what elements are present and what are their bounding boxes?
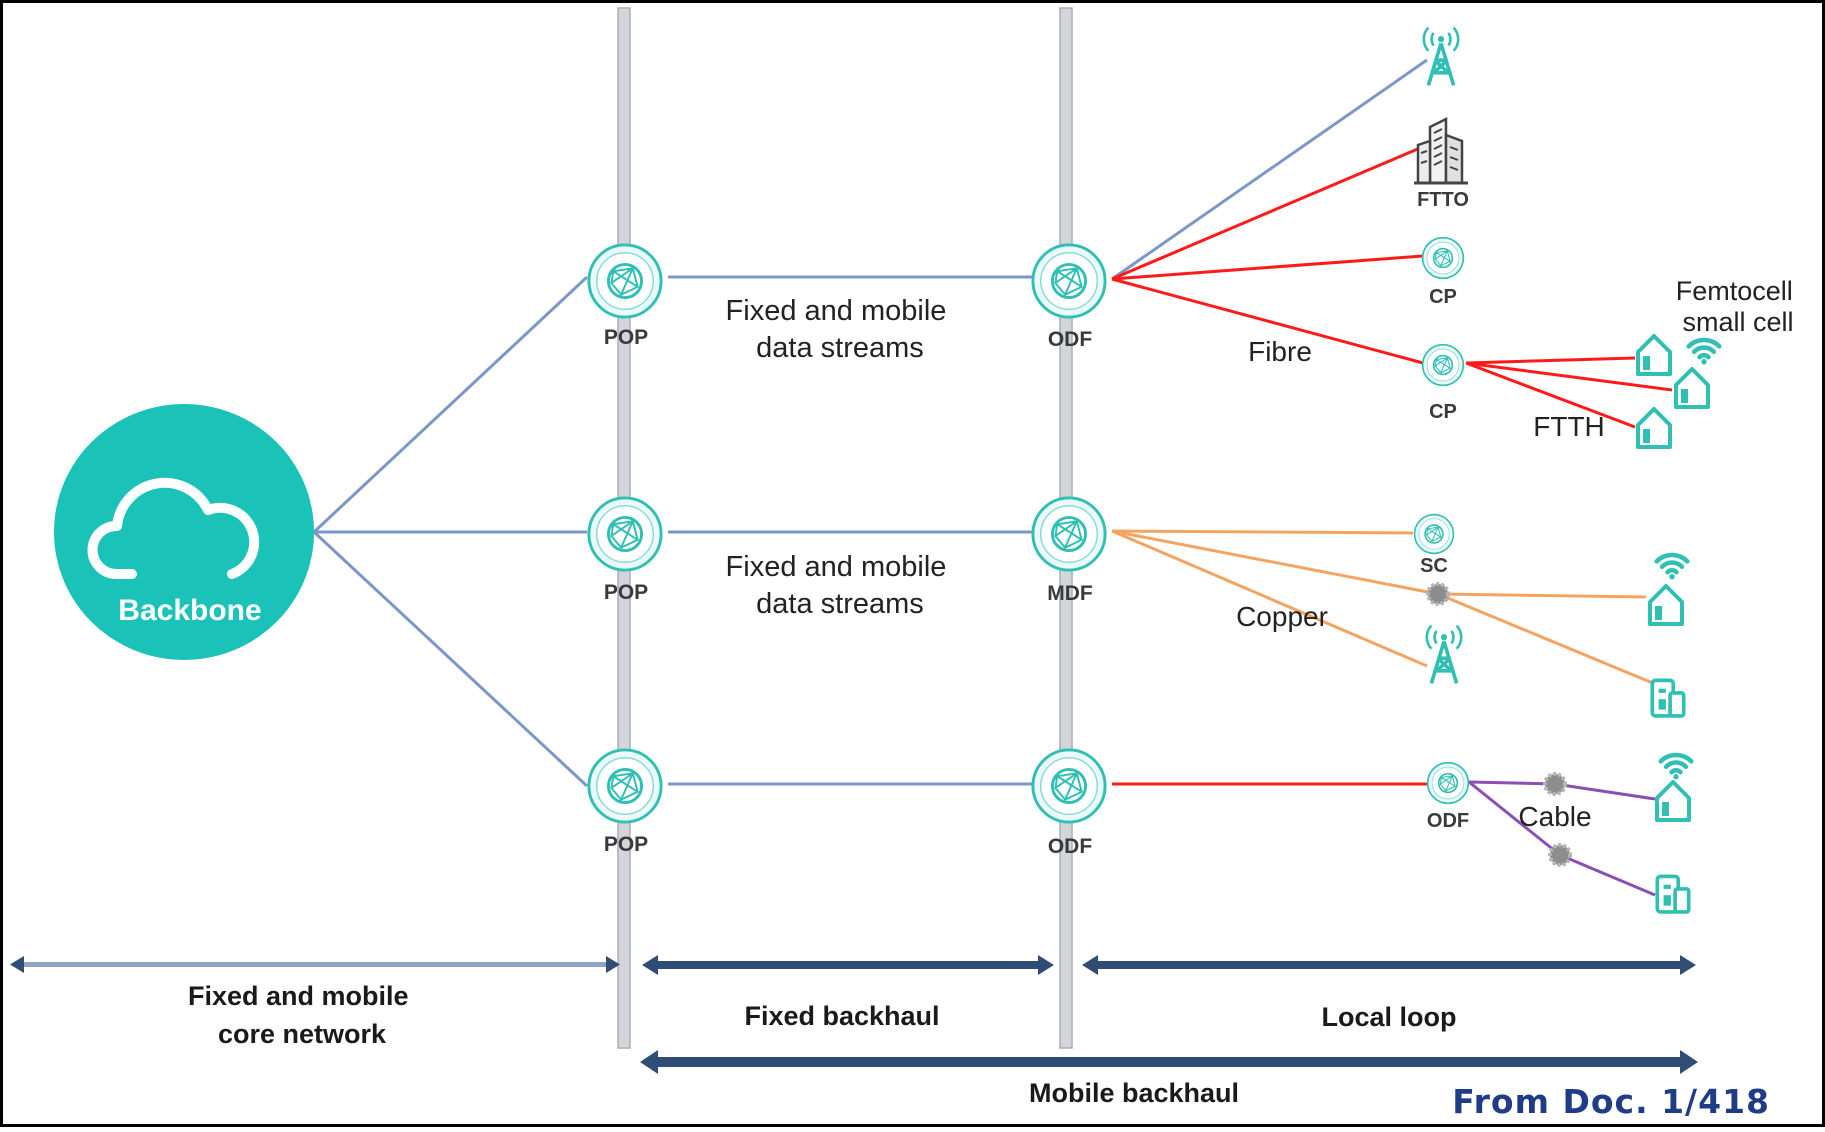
pop-label: POP: [604, 326, 648, 349]
mobile-backhaul-label: Mobile backhaul: [1029, 1078, 1239, 1108]
fixed-backhaul-label: Fixed backhaul: [744, 1001, 939, 1031]
stream-label: Fixed and mobile data streams: [726, 551, 955, 620]
source-note: From Doc. 1/418: [1452, 1082, 1770, 1121]
tower-icon: [1424, 623, 1464, 686]
core-network-arrow: [10, 956, 620, 973]
odf-label: ODF: [1048, 835, 1093, 858]
backbone-links: [312, 58, 1428, 788]
sc-node: [1413, 513, 1455, 555]
local-loop-label: Local loop: [1322, 1002, 1457, 1032]
pop-node: [587, 496, 663, 572]
segment-arrows: [10, 955, 1698, 1074]
splitter-icon: [1426, 582, 1450, 606]
stream-label: Fixed and mobile data streams: [726, 295, 955, 364]
copper-label: Copper: [1236, 601, 1328, 632]
femtocell-line: small cell: [1682, 307, 1793, 337]
fibre-links: [1111, 146, 1673, 786]
stream-line: Fixed and mobile: [726, 295, 947, 327]
mdf-label: MDF: [1047, 582, 1093, 605]
cable-links: [1468, 780, 1656, 897]
apartment-icon: [1650, 678, 1686, 718]
house-icon: [1648, 584, 1684, 626]
cable-label: Cable: [1518, 801, 1591, 832]
wifi-icon: [1657, 555, 1688, 579]
cp-node: [1421, 343, 1465, 387]
stream-line: Fixed and mobile: [726, 551, 947, 583]
local-loop-arrow: [1082, 955, 1696, 975]
core-network-line: core network: [218, 1019, 387, 1049]
house-icon: [1655, 780, 1691, 822]
ftto-label: FTTO: [1417, 189, 1469, 211]
pop-node: [587, 748, 663, 824]
fixed-backhaul-arrow: [642, 955, 1054, 975]
pop-node: [587, 243, 663, 319]
splitter-icon: [1548, 843, 1572, 867]
mobile-backhaul-arrow: [640, 1050, 1698, 1074]
pop-label: POP: [604, 833, 648, 856]
odf-label: ODF: [1048, 328, 1093, 351]
odf-node: [1426, 761, 1470, 805]
cp-label: CP: [1429, 286, 1457, 308]
ftth-label: FTTH: [1533, 411, 1605, 442]
apartment-icon: [1655, 874, 1691, 914]
copper-links: [1111, 529, 1656, 686]
wifi-icon: [1689, 340, 1720, 364]
backbone-label: Backbone: [118, 594, 261, 627]
core-network-line: Fixed and mobile: [188, 981, 409, 1011]
cp-label: CP: [1429, 401, 1457, 423]
cloud-icon: [87, 477, 260, 579]
femtocell-line: Femtocell: [1676, 276, 1793, 306]
pop-label: POP: [604, 581, 648, 604]
wifi-icon: [1661, 755, 1692, 779]
house-icon: [1674, 367, 1710, 409]
office-building-icon: [1412, 117, 1470, 185]
femtocell-label: Femtocell small cell: [1676, 276, 1801, 337]
odf-label: ODF: [1427, 810, 1469, 832]
house-icon: [1636, 407, 1672, 449]
cp-node: [1421, 236, 1465, 280]
splitter-icon: [1543, 772, 1567, 796]
tower-icon: [1421, 25, 1461, 88]
stream-line: data streams: [756, 332, 924, 364]
sc-label: SC: [1420, 555, 1448, 577]
odf-node: [1031, 748, 1107, 824]
fibre-label: Fibre: [1248, 336, 1312, 367]
odf-node: [1031, 243, 1107, 319]
house-icon: [1636, 334, 1672, 376]
stream-line: data streams: [756, 588, 924, 620]
mdf-node: [1031, 496, 1107, 572]
core-network-label: Fixed and mobile core network: [188, 981, 416, 1049]
backbone-node: Backbone: [54, 404, 314, 660]
